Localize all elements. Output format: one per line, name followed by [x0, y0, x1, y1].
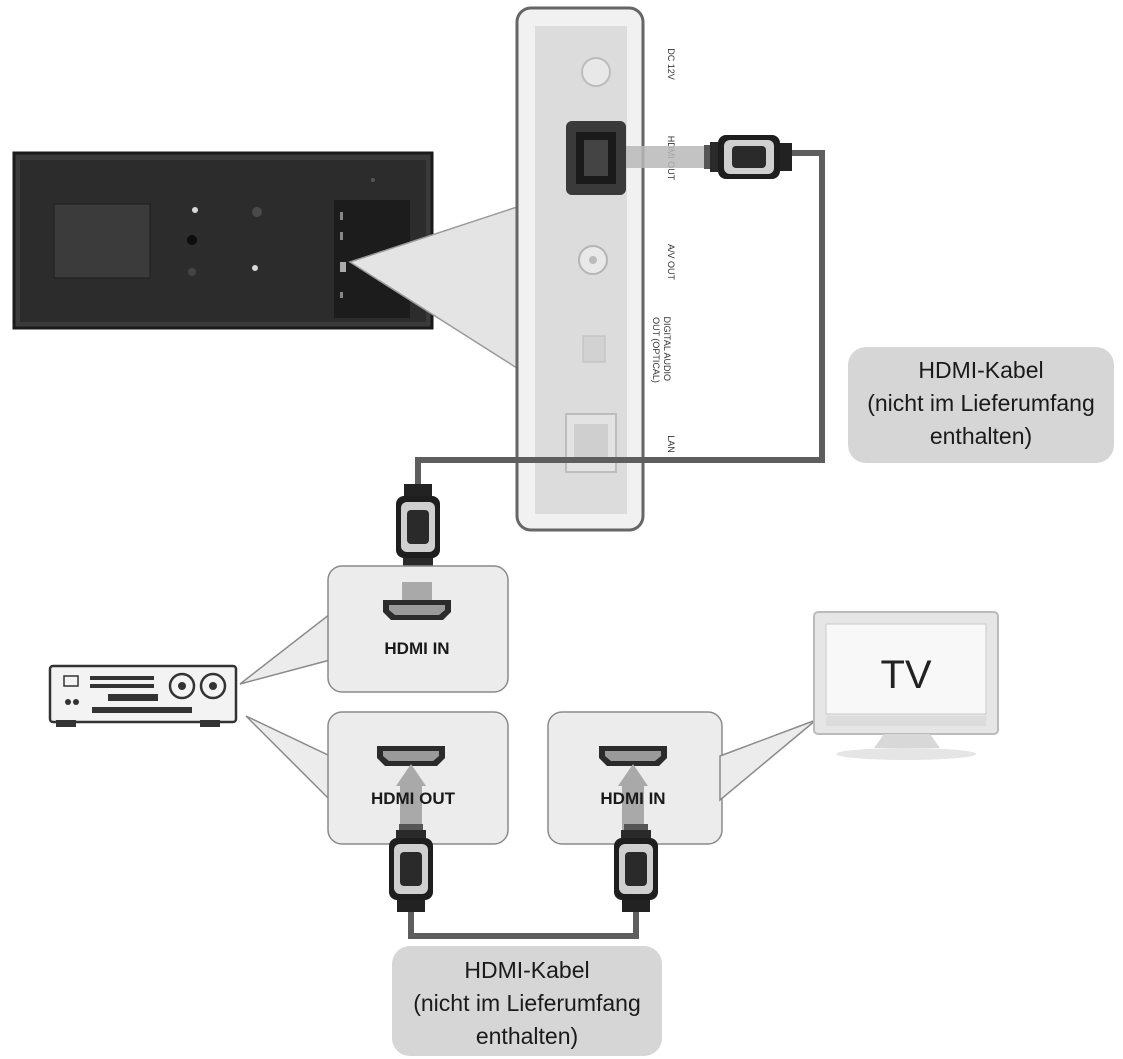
- port-label-optical: DIGITAL AUDIO OUT (OPTICAL): [651, 316, 672, 383]
- dc-port-icon: [581, 57, 611, 87]
- optical-port-icon: [582, 335, 606, 363]
- hdmi-port-icon: [383, 600, 451, 620]
- hdmi-plug-icon: [396, 484, 440, 572]
- port-label-av-out: A/V OUT: [666, 244, 676, 281]
- cable-label-top-line-2: (nicht im Lieferumfang: [867, 390, 1095, 416]
- cable-label-bottom: HDMI-Kabel (nicht im Lieferumfang enthal…: [392, 946, 662, 1056]
- callout-pointer-receiver-in: [239, 612, 331, 685]
- port-label-dc: DC 12V: [666, 48, 676, 80]
- cable-label-top: HDMI-Kabel (nicht im Lieferumfang enthal…: [848, 347, 1114, 463]
- player-rear-panel: DC 12V HDMI OUT A/V OUT DIGITAL AUDIO OU…: [515, 6, 676, 532]
- callout-receiver-hdmi-in: HDMI IN: [327, 565, 509, 693]
- callout-receiver-hdmi-out: HDMI OUT: [327, 711, 509, 845]
- cable-label-top-line-3: enthalten): [930, 423, 1032, 449]
- hdmi-cable-bottom: [389, 824, 658, 939]
- callout-tv-hdmi-in: HDMI IN: [547, 711, 723, 845]
- callout-pointer-tv: [719, 719, 817, 802]
- port-label-tv-in: HDMI IN: [600, 789, 665, 808]
- cable-label-bottom-line-1: HDMI-Kabel: [464, 957, 589, 983]
- cable-label-bottom-line-3: enthalten): [476, 1023, 578, 1049]
- cable-label-top-line-1: HDMI-Kabel: [918, 357, 1043, 383]
- hdmi-cable-top: [415, 135, 825, 484]
- hdmi-port-icon: [377, 746, 445, 766]
- port-label-receiver-out: HDMI OUT: [371, 789, 456, 808]
- tv-label: TV: [880, 653, 931, 697]
- port-label-receiver-in: HDMI IN: [384, 639, 449, 658]
- callout-pointer-receiver-out: [245, 715, 331, 802]
- av-receiver-icon: [48, 664, 238, 727]
- cable-label-bottom-line-2: (nicht im Lieferumfang: [413, 990, 641, 1016]
- port-label-lan: LAN: [666, 435, 676, 453]
- hdmi-plug-icon: [704, 135, 792, 179]
- player-front-icon: [12, 151, 434, 330]
- tv-icon: TV: [813, 611, 999, 760]
- hdmi-port-icon: [599, 746, 667, 766]
